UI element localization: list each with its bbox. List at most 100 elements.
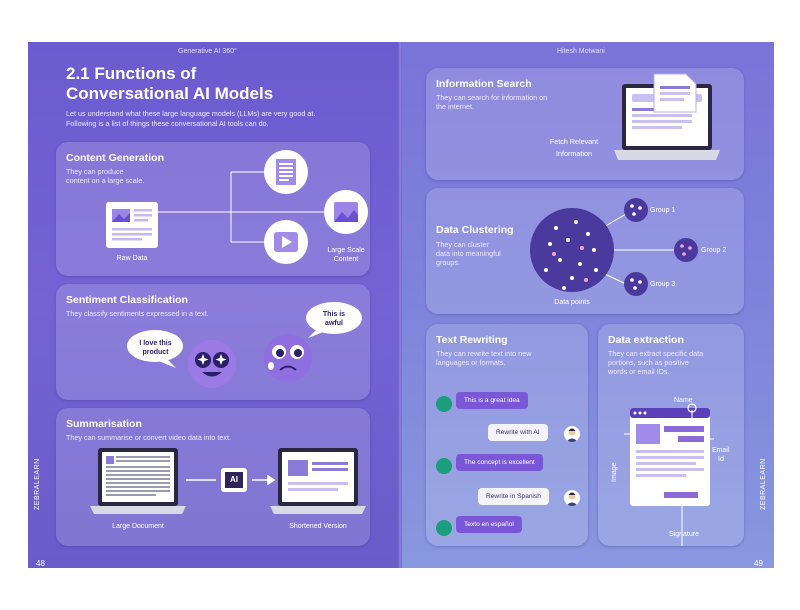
information-search-diagram <box>614 73 720 160</box>
chat-message-ai: Texto en español <box>456 516 522 533</box>
page-number-right: 49 <box>754 559 763 568</box>
group3-label: Group 3 <box>650 281 676 288</box>
sentiment-desc: They classify sentiments expressed in a … <box>66 309 209 318</box>
data-extraction-desc: They can extract specific data portions,… <box>608 349 703 376</box>
data-extraction-desc-line2: portions, such as positive <box>608 358 689 367</box>
text-rewriting-desc-line1: They can rewrite text into new <box>436 349 532 358</box>
large-scale-content-label: Large Scale Content <box>318 246 374 264</box>
scattered-data-points <box>544 220 598 290</box>
bubble-negative-line1: This is <box>322 311 346 318</box>
clustering-diagram <box>530 198 698 296</box>
colored-data-points <box>552 246 588 282</box>
email-label-line1: Email <box>712 447 730 454</box>
ai-chip-icon <box>221 468 247 492</box>
text-rewriting-desc-line2: languages or formats. <box>436 358 506 367</box>
fetch-line1: Fetch Relevant <box>549 137 599 146</box>
fetch-information-label: Fetch Relevant Information <box>534 136 614 160</box>
search-icon <box>687 403 697 413</box>
data-points-cluster-icon <box>530 208 614 292</box>
running-head-right: Hitesh Motwani <box>557 48 605 55</box>
page-title: 2.1 Functions of Conversational AI Model… <box>66 64 273 104</box>
data-extraction-desc-line3: words or email IDs. <box>608 367 670 376</box>
image-label: Image <box>611 462 618 482</box>
user-avatar-icon <box>564 490 580 506</box>
bubble-positive-text: I love this product <box>128 339 183 357</box>
information-search-desc-line2: the internet. <box>436 102 474 111</box>
information-search-card: Information Search They can search for i… <box>426 68 744 180</box>
content-generation-desc-line2: content on a large scale. <box>66 176 145 185</box>
bubble-negative-text: This is awful <box>308 310 360 328</box>
image-icon <box>324 190 368 234</box>
data-clustering-desc-line3: groups. <box>436 258 460 267</box>
data-clustering-desc: They can cluster data into meaningful gr… <box>436 240 501 267</box>
left-page: Generative AI 360° 2.1 Functions of Conv… <box>28 42 398 568</box>
sad-face-icon <box>264 334 312 382</box>
text-document-icon <box>264 150 308 194</box>
happy-face-icon <box>188 340 236 388</box>
data-clustering-card: Data Clustering They can cluster data in… <box>426 188 744 314</box>
chat-message-ai: The concept is excellent <box>456 454 543 471</box>
raw-data-label: Raw Data <box>116 255 148 262</box>
content-generation-diagram <box>106 150 368 264</box>
data-extraction-desc-line1: They can extract specific data <box>608 349 704 358</box>
large-scale-line1: Large Scale <box>327 247 365 254</box>
chatgpt-icon <box>436 520 452 536</box>
data-clustering-desc-line2: data into meaningful <box>436 249 501 258</box>
summarisation-title: Summarisation <box>66 418 142 430</box>
information-search-desc-line1: They can search for information on <box>436 93 548 102</box>
information-search-title: Information Search <box>436 78 532 90</box>
publisher-logo: ZEBRALEARN <box>760 458 767 510</box>
chatgpt-icon <box>436 396 452 412</box>
connector-lines <box>158 171 326 243</box>
email-label-line2: Id <box>718 456 724 463</box>
page-title-line2: Conversational AI Models <box>66 84 274 103</box>
chatgpt-icon <box>436 458 452 474</box>
large-scale-line2: Content <box>333 256 359 263</box>
bubble-positive-line1: I love this <box>139 340 172 347</box>
data-clustering-title: Data Clustering <box>436 224 514 236</box>
content-generation-desc: They can produce content on a large scal… <box>66 167 144 185</box>
group2-cluster-icon <box>674 238 698 262</box>
data-clustering-desc-line1: They can cluster <box>436 240 489 249</box>
chat-message-user: Rewrite with AI <box>488 424 548 441</box>
group1-label: Group 1 <box>650 207 676 214</box>
bubble-positive-line2: product <box>142 349 169 356</box>
data-extraction-card: Data extraction They can extract specifi… <box>598 324 744 546</box>
book-spine <box>396 42 404 568</box>
ai-chip-label: AI <box>230 475 238 484</box>
speech-bubble-negative-icon <box>306 302 362 338</box>
summarisation-card: Summarisation They can summarise or conv… <box>56 408 370 546</box>
sentiment-card: Sentiment Classification They classify s… <box>56 284 370 400</box>
data-points-label: Data points <box>554 299 590 306</box>
intro-line1: Let us understand what these large langu… <box>66 109 316 118</box>
content-generation-desc-line1: They can produce <box>66 167 124 176</box>
user-avatar-icon <box>564 426 580 442</box>
large-document-label: Large Document <box>112 523 164 530</box>
arrow-connector <box>186 474 276 486</box>
group2-label: Group 2 <box>701 247 727 254</box>
chat-message-ai: This is a great idea <box>456 392 528 409</box>
browser-window-icon <box>630 408 710 506</box>
information-search-desc: They can search for information on the i… <box>436 93 547 111</box>
text-rewriting-title: Text Rewriting <box>436 334 508 346</box>
summarisation-diagram <box>90 448 366 514</box>
data-extraction-title: Data extraction <box>608 334 684 346</box>
bubble-negative-line2: awful <box>325 320 343 327</box>
content-generation-title: Content Generation <box>66 152 165 164</box>
video-icon <box>264 220 308 264</box>
text-rewriting-desc: They can rewrite text into new languages… <box>436 349 531 367</box>
page-title-line1: 2.1 Functions of <box>66 64 197 83</box>
extraction-pointer-lines <box>624 410 714 546</box>
fetch-line2: Information <box>556 149 592 158</box>
laptop-short-version-icon <box>270 448 366 514</box>
chat-message-user: Rewrite in Spanish <box>478 488 549 505</box>
intro-line2: Following is a list of things these conv… <box>66 119 269 128</box>
intro-text: Let us understand what these large langu… <box>66 109 386 129</box>
laptop-large-document-icon <box>90 448 186 514</box>
raw-data-document-icon <box>106 202 158 248</box>
group1-cluster-icon <box>624 198 648 222</box>
speech-bubble-positive-icon <box>127 330 183 368</box>
group3-cluster-icon <box>624 272 648 296</box>
right-page: Hitesh Motwani Information Search They c… <box>402 42 774 568</box>
extraction-diagram <box>624 403 714 546</box>
